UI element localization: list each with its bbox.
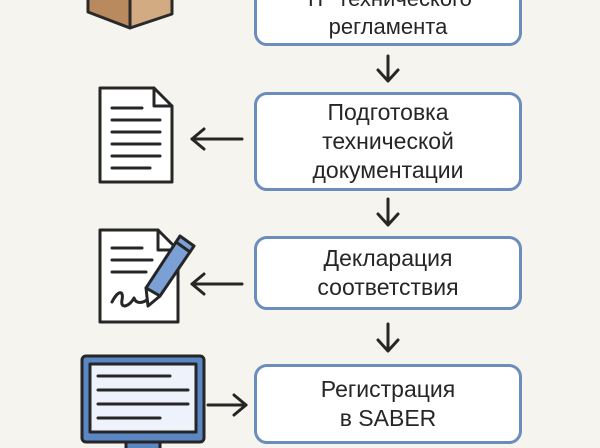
left-arrow-declaration bbox=[190, 272, 244, 296]
down-arrow-2 bbox=[376, 197, 400, 227]
down-arrow-1 bbox=[376, 54, 400, 83]
step-box-saber: Регистрация в SABER bbox=[254, 364, 522, 444]
document-icon bbox=[98, 86, 174, 184]
box-icon bbox=[86, 0, 174, 30]
signed-document-icon bbox=[98, 228, 196, 324]
monitor-icon bbox=[80, 354, 206, 448]
step-box-tech-docs: Подготовка технической документации bbox=[254, 92, 522, 191]
step-box-tech-reglament: ТР технического регламента bbox=[254, 0, 522, 46]
left-arrow-docs bbox=[190, 127, 244, 151]
right-arrow-saber bbox=[206, 393, 248, 417]
down-arrow-3 bbox=[376, 322, 400, 353]
step-box-declaration: Декларация соответствия bbox=[254, 236, 522, 310]
